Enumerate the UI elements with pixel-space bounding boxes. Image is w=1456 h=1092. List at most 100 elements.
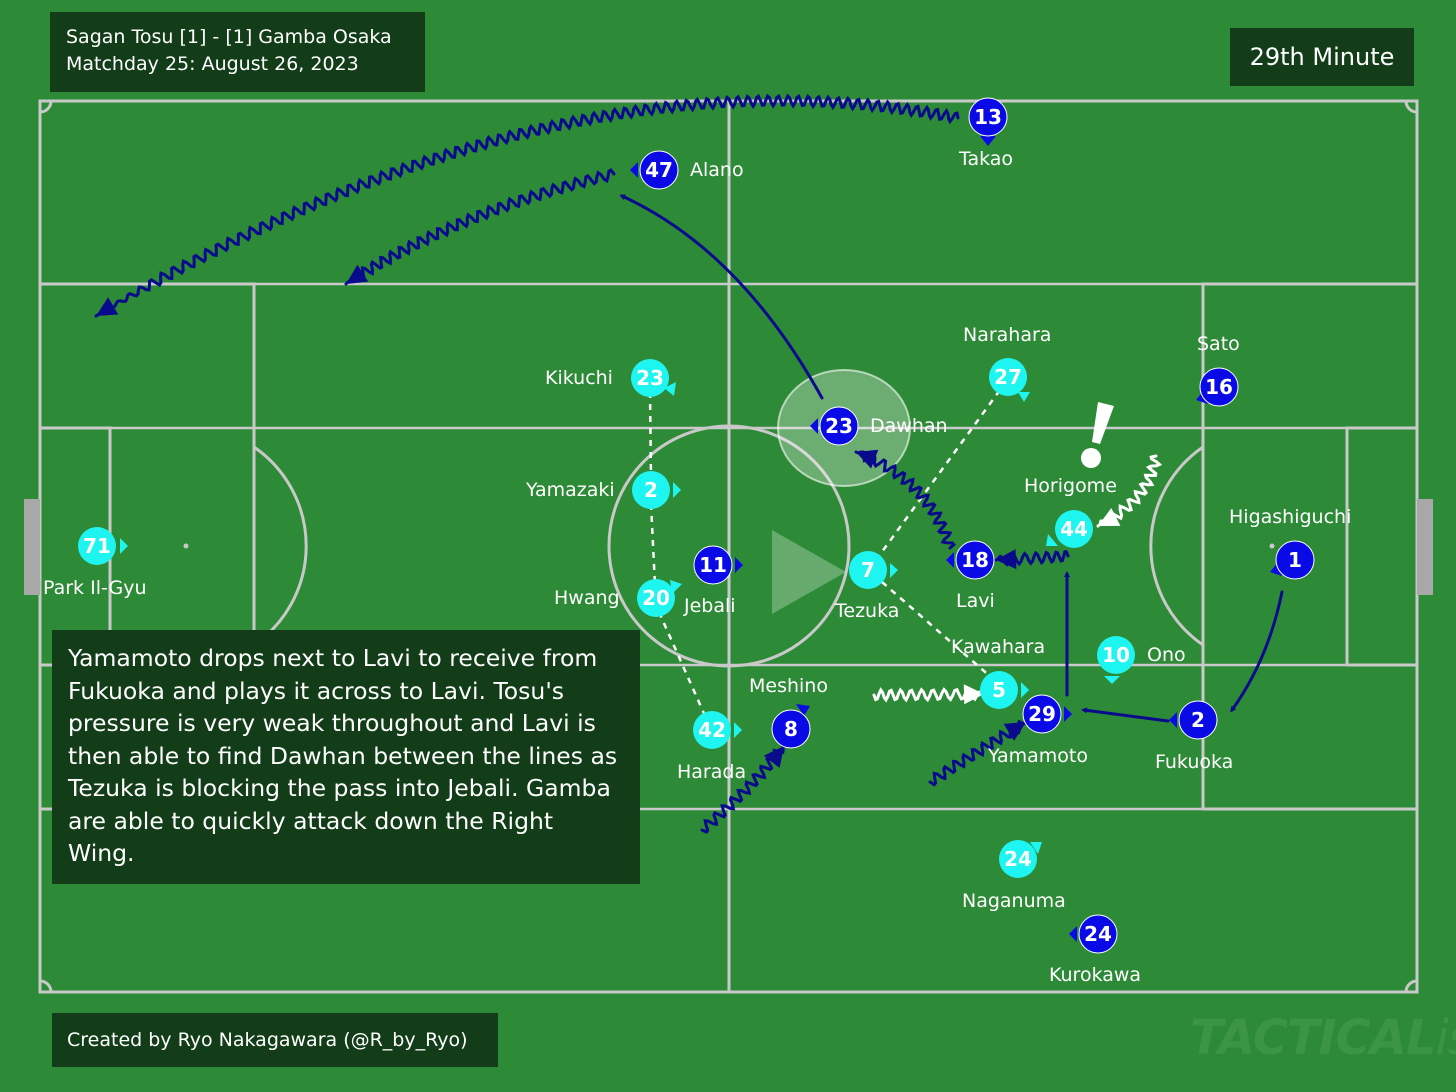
svg-text:Hwang: Hwang xyxy=(554,587,620,609)
tosu-player: 10 Ono xyxy=(1097,636,1186,684)
svg-text:Dawhan: Dawhan xyxy=(870,415,948,437)
svg-text:24: 24 xyxy=(1004,847,1032,871)
svg-text:5: 5 xyxy=(992,678,1006,702)
credit-label: Created by Ryo Nakagawara (@R_by_Ryo) xyxy=(52,1013,498,1067)
tosu-player: 24 Naganuma xyxy=(962,840,1066,912)
gamba-players: 13 Takao 47 Alano 23 Dawhan 16 Sato 11 J… xyxy=(630,97,1351,986)
play-icon xyxy=(772,530,846,614)
tosu-player: 71 Park Il-Gyu xyxy=(43,527,147,599)
svg-text:Ono: Ono xyxy=(1147,644,1186,666)
svg-text:24: 24 xyxy=(1084,922,1112,946)
gamba-player: 23 Dawhan xyxy=(810,406,948,446)
wavy-lavi-dribble xyxy=(854,450,956,550)
match-score: Sagan Tosu [1] - [1] Gamba Osaka xyxy=(66,26,392,48)
penalty-spot-left xyxy=(183,543,189,549)
svg-text:Park Il-Gyu: Park Il-Gyu xyxy=(43,577,147,599)
wavy-alano-arrowhead xyxy=(346,264,369,284)
tosu-player: 27 Narahara xyxy=(963,324,1051,402)
svg-text:Harada: Harada xyxy=(677,761,746,783)
gamba-player: 13 Takao xyxy=(958,97,1013,170)
gamba-player: 1 Higashiguchi xyxy=(1229,506,1351,580)
tosu-shape-links xyxy=(648,389,1002,719)
description-panel: Yamamoto drops next to Lavi to receive f… xyxy=(52,630,640,884)
tosu-player: 23 Kikuchi xyxy=(545,359,676,397)
tosu-player: 42 Harada xyxy=(677,711,746,783)
svg-text:Yamazaki: Yamazaki xyxy=(525,479,615,501)
svg-text:Fukuoka: Fukuoka xyxy=(1155,751,1233,773)
wavy-alano-run xyxy=(344,168,616,286)
svg-text:47: 47 xyxy=(645,158,673,182)
gamba-player: 29 Yamamoto xyxy=(987,694,1088,767)
wavy-kawahara-arrowhead xyxy=(963,684,984,705)
svg-text:13: 13 xyxy=(974,105,1002,129)
svg-text:Jebali: Jebali xyxy=(683,595,736,617)
svg-text:Kurokawa: Kurokawa xyxy=(1049,964,1141,986)
svg-text:Higashiguchi: Higashiguchi xyxy=(1229,506,1351,528)
svg-text:2: 2 xyxy=(1191,708,1205,732)
svg-text:44: 44 xyxy=(1060,517,1088,541)
svg-text:7: 7 xyxy=(861,558,875,582)
watermark-main: TACTICAL xyxy=(1190,1010,1436,1066)
svg-text:Narahara: Narahara xyxy=(963,324,1051,346)
gamba-player: 11 Jebali xyxy=(683,545,743,617)
svg-text:Yamamoto: Yamamoto xyxy=(987,745,1088,767)
svg-text:23: 23 xyxy=(636,366,664,390)
svg-text:Takao: Takao xyxy=(958,148,1013,170)
tosu-player: 20 Hwang xyxy=(554,579,682,617)
wavy-takao-arrowhead xyxy=(96,297,119,316)
gamba-player: 18 Lavi xyxy=(946,540,995,612)
tosu-player: 2 Yamazaki xyxy=(525,471,681,509)
match-info-panel: Sagan Tosu [1] - [1] Gamba Osaka Matchda… xyxy=(50,12,425,92)
goal-left xyxy=(24,499,40,595)
svg-text:Kawahara: Kawahara xyxy=(951,636,1045,658)
gamba-player: 16 Sato xyxy=(1196,333,1240,407)
wavy-yamamoto-arrowhead xyxy=(1003,722,1026,741)
svg-text:8: 8 xyxy=(784,717,798,741)
svg-text:16: 16 xyxy=(1205,375,1233,399)
exclamation-icon xyxy=(1081,402,1114,468)
tosu-players: 71 Park Il-Gyu 23 Kikuchi 2 Yamazaki 20 … xyxy=(43,324,1186,912)
tosu-player: 7 Tezuka xyxy=(834,551,899,622)
svg-text:Horigome: Horigome xyxy=(1024,475,1117,497)
wavy-kawahara-press xyxy=(872,686,986,703)
match-date: Matchday 25: August 26, 2023 xyxy=(66,53,359,75)
svg-text:Kikuchi: Kikuchi xyxy=(545,367,613,389)
svg-text:11: 11 xyxy=(699,553,727,577)
svg-text:10: 10 xyxy=(1102,643,1130,667)
svg-text:1: 1 xyxy=(1288,548,1302,572)
minute-badge: 29th Minute xyxy=(1230,28,1414,86)
wavy-takao-run xyxy=(94,93,960,318)
svg-text:Meshino: Meshino xyxy=(749,675,828,697)
watermark-suffix: ista xyxy=(1435,1010,1456,1066)
svg-text:Alano: Alano xyxy=(690,159,744,181)
gamba-player: 8 Meshino xyxy=(749,675,828,749)
wavy-lavi-arrowhead xyxy=(856,449,879,469)
gamba-player: 47 Alano xyxy=(630,150,744,190)
svg-text:23: 23 xyxy=(825,414,853,438)
svg-text:Sato: Sato xyxy=(1197,333,1240,355)
penalty-spot-right xyxy=(1269,543,1275,549)
svg-text:Naganuma: Naganuma xyxy=(962,890,1066,912)
gamba-player: 24 Kurokawa xyxy=(1049,914,1141,986)
svg-text:20: 20 xyxy=(642,586,670,610)
tosu-player: 44 Horigome xyxy=(1024,475,1117,548)
wavy-meshino-arrowhead xyxy=(763,746,784,768)
svg-text:71: 71 xyxy=(83,534,111,558)
gamba-player: 2 Fukuoka xyxy=(1155,700,1233,773)
svg-text:42: 42 xyxy=(698,718,726,742)
svg-text:29: 29 xyxy=(1028,702,1056,726)
svg-text:18: 18 xyxy=(961,548,989,572)
arrow-fukuoka-to-yamamoto xyxy=(1081,707,1170,723)
svg-text:Lavi: Lavi xyxy=(956,590,995,612)
arrow-higashiguchi-to-fukuoka xyxy=(1230,590,1284,713)
movement-arrows xyxy=(94,93,1284,835)
tacticalista-watermark: TACTICALista xyxy=(1190,1010,1456,1066)
goal-right xyxy=(1417,499,1433,595)
svg-text:Tezuka: Tezuka xyxy=(834,600,899,622)
svg-text:27: 27 xyxy=(994,365,1022,389)
svg-text:2: 2 xyxy=(644,478,658,502)
wavy-lavi-short-arrowhead xyxy=(996,549,1017,570)
wavy-horigome-arrowhead xyxy=(1098,508,1121,526)
tosu-player: 5 Kawahara xyxy=(951,636,1045,709)
